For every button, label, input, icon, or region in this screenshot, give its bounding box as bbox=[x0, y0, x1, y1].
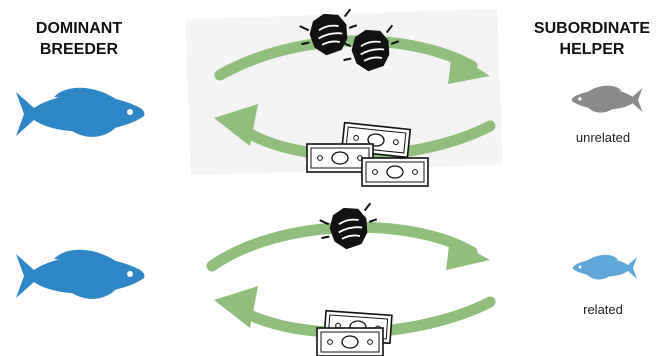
unrelated-helper-fish bbox=[572, 86, 643, 113]
banknote-icon bbox=[362, 158, 428, 186]
breeder-fish-top bbox=[16, 88, 145, 137]
fist-icon bbox=[296, 8, 361, 60]
bottom-forward-arrowhead bbox=[446, 238, 490, 270]
top-forward-arrow bbox=[220, 41, 472, 75]
banknote-icon bbox=[317, 328, 383, 356]
related-helper-fish bbox=[573, 255, 637, 280]
breeder-fish-bottom bbox=[16, 250, 145, 299]
top-forward-arrowhead bbox=[448, 52, 490, 84]
bottom-return-arrowhead bbox=[214, 286, 258, 328]
fist-icon bbox=[338, 24, 403, 76]
